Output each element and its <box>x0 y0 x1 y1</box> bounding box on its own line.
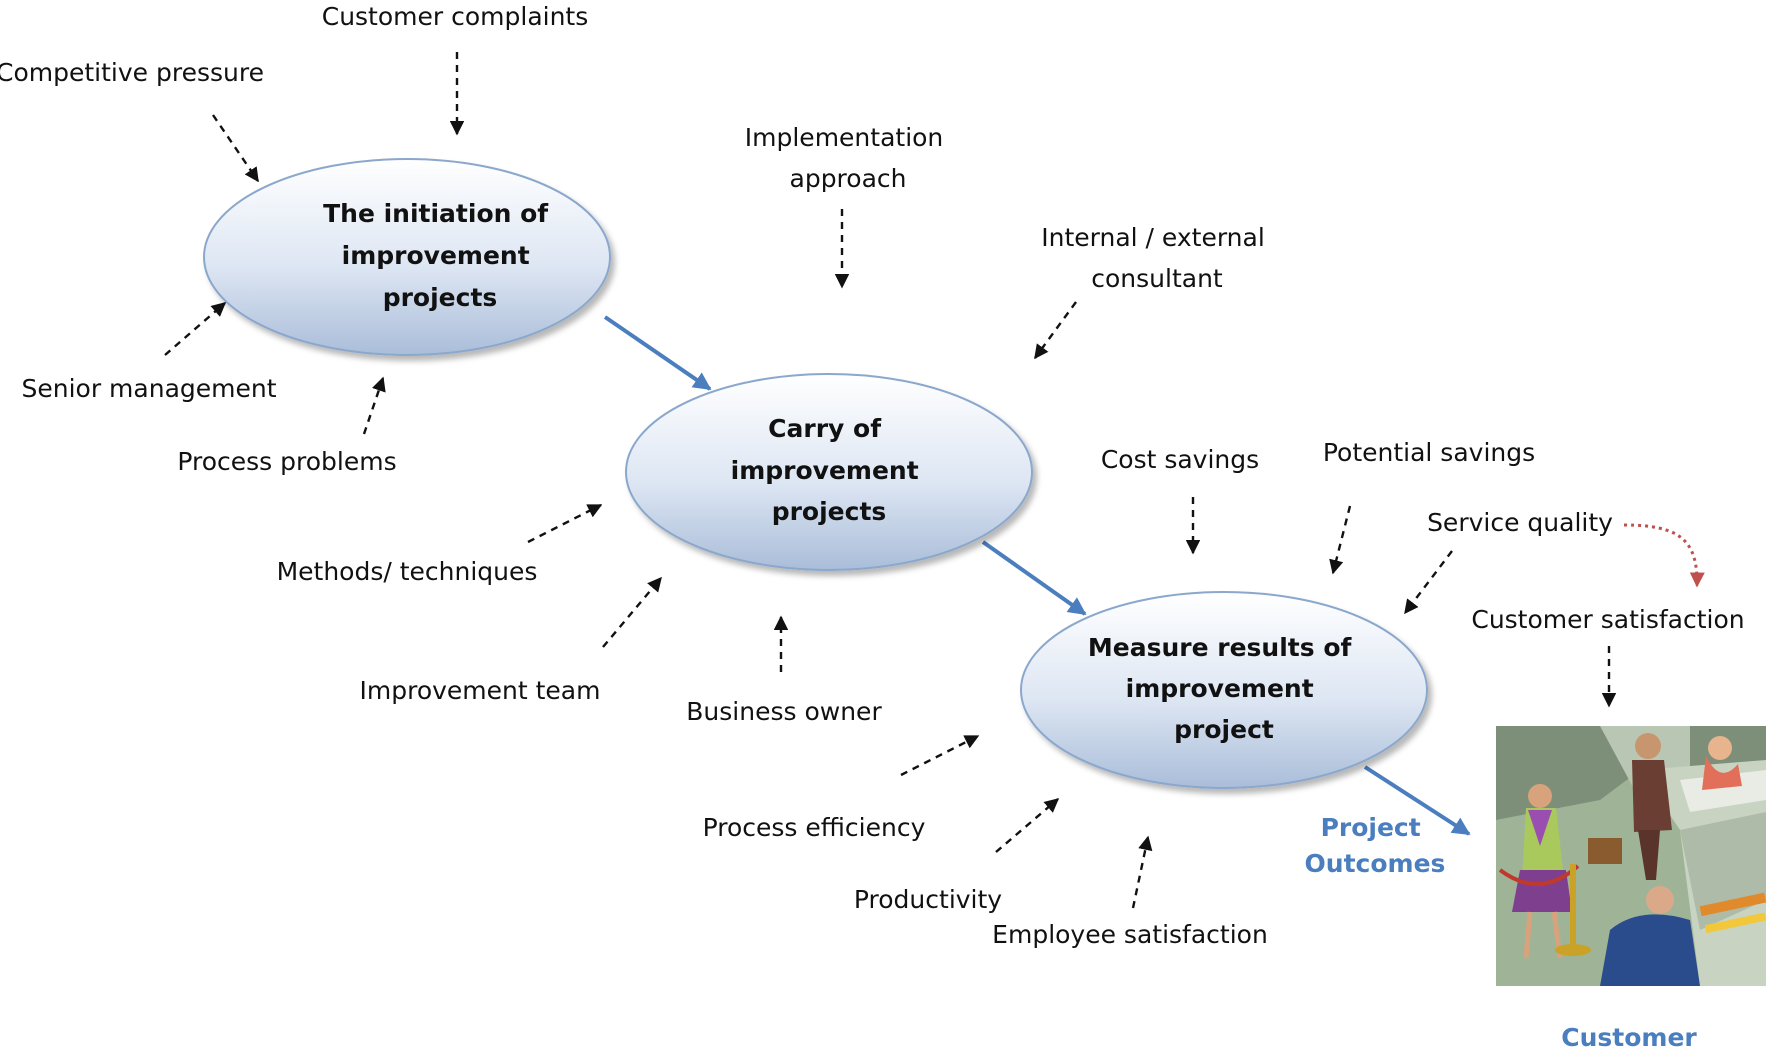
label-service-quality: Service quality <box>1427 508 1613 537</box>
arrow-process-problems <box>362 376 386 435</box>
flow-arrow-carry-to-measure <box>981 540 1087 616</box>
initiation-line-2: improvement <box>342 241 530 270</box>
arrow-employee-satisfaction <box>1131 835 1153 909</box>
label-consultant-line-2: consultant <box>1091 264 1223 293</box>
measure-line-3: project <box>1174 715 1274 744</box>
label-business-owner: Business owner <box>686 697 882 726</box>
label-improvement-team: Improvement team <box>360 676 601 705</box>
label-consultant-line-1: Internal / external <box>1041 223 1265 252</box>
svg-text:Measure results of impro: Measure results of improvement project <box>1088 633 1360 744</box>
svg-text:Implementation approach: Implementation approach <box>745 123 951 193</box>
label-implementation-line-1: Implementation <box>745 123 944 152</box>
carry-line-1: Carry of <box>768 414 882 443</box>
label-competitive-pressure: Competitive pressure <box>0 58 264 87</box>
label-process-efficiency: Process efficiency <box>703 813 926 842</box>
initiation-line-3: projects <box>383 283 498 312</box>
arrow-improvement-team <box>602 576 662 648</box>
arrow-senior-management <box>164 302 227 356</box>
initiation-line-1: The initiation of <box>323 199 549 228</box>
customer-service-illustration <box>1496 726 1766 986</box>
label-customer-satisfaction: Customer satisfaction <box>1471 605 1744 634</box>
flow-arrow-initiation-to-carry <box>603 315 712 391</box>
stage-measure-node: Measure results of improvement project <box>1020 591 1428 789</box>
label-cost-savings: Cost savings <box>1101 445 1259 474</box>
label-process-problems: Process problems <box>177 447 396 476</box>
arrow-service-quality-to-customer-satisfaction <box>1623 523 1705 588</box>
label-productivity: Productivity <box>854 885 1002 914</box>
label-implementation-line-2: approach <box>790 164 907 193</box>
flow-arrow-measure-to-customer <box>1363 765 1471 836</box>
carry-line-3: projects <box>772 497 887 526</box>
stage-carry-node: Carry of improvement projects <box>625 373 1033 571</box>
label-customer-complaints: Customer complaints <box>322 2 589 31</box>
arrow-process-efficiency <box>900 734 980 777</box>
arrow-methods-techniques <box>527 503 603 544</box>
stage-initiation-node: The initiation of improvement projects <box>203 158 611 356</box>
svg-text:Internal / external consul: Internal / external consultant <box>1041 223 1273 293</box>
svg-text:Carry of improvement: Carry of improvement projects <box>731 414 928 526</box>
arrow-potential-savings <box>1329 505 1352 575</box>
arrow-consultant <box>1034 301 1077 360</box>
arrow-service-quality <box>1404 550 1453 615</box>
project-outcomes-line-1: Project <box>1321 813 1421 842</box>
label-methods-techniques: Methods/ techniques <box>277 557 538 586</box>
label-potential-savings: Potential savings <box>1323 438 1535 467</box>
project-outcomes-line-2: Outcomes <box>1305 849 1446 878</box>
svg-text:The initiation of improv: The initiation of improvement projects <box>323 199 557 312</box>
arrow-productivity <box>995 798 1060 853</box>
measure-line-2: improvement <box>1126 674 1314 703</box>
measure-line-1: Measure results of <box>1088 633 1353 662</box>
customer-label: Customer <box>1561 1023 1697 1048</box>
svg-text:Project Outcomes: Project Outcomes <box>1305 813 1446 878</box>
label-employee-satisfaction: Employee satisfaction <box>992 920 1268 949</box>
label-senior-management: Senior management <box>21 374 276 403</box>
carry-line-2: improvement <box>731 456 919 485</box>
arrow-competitive-pressure <box>212 114 259 183</box>
